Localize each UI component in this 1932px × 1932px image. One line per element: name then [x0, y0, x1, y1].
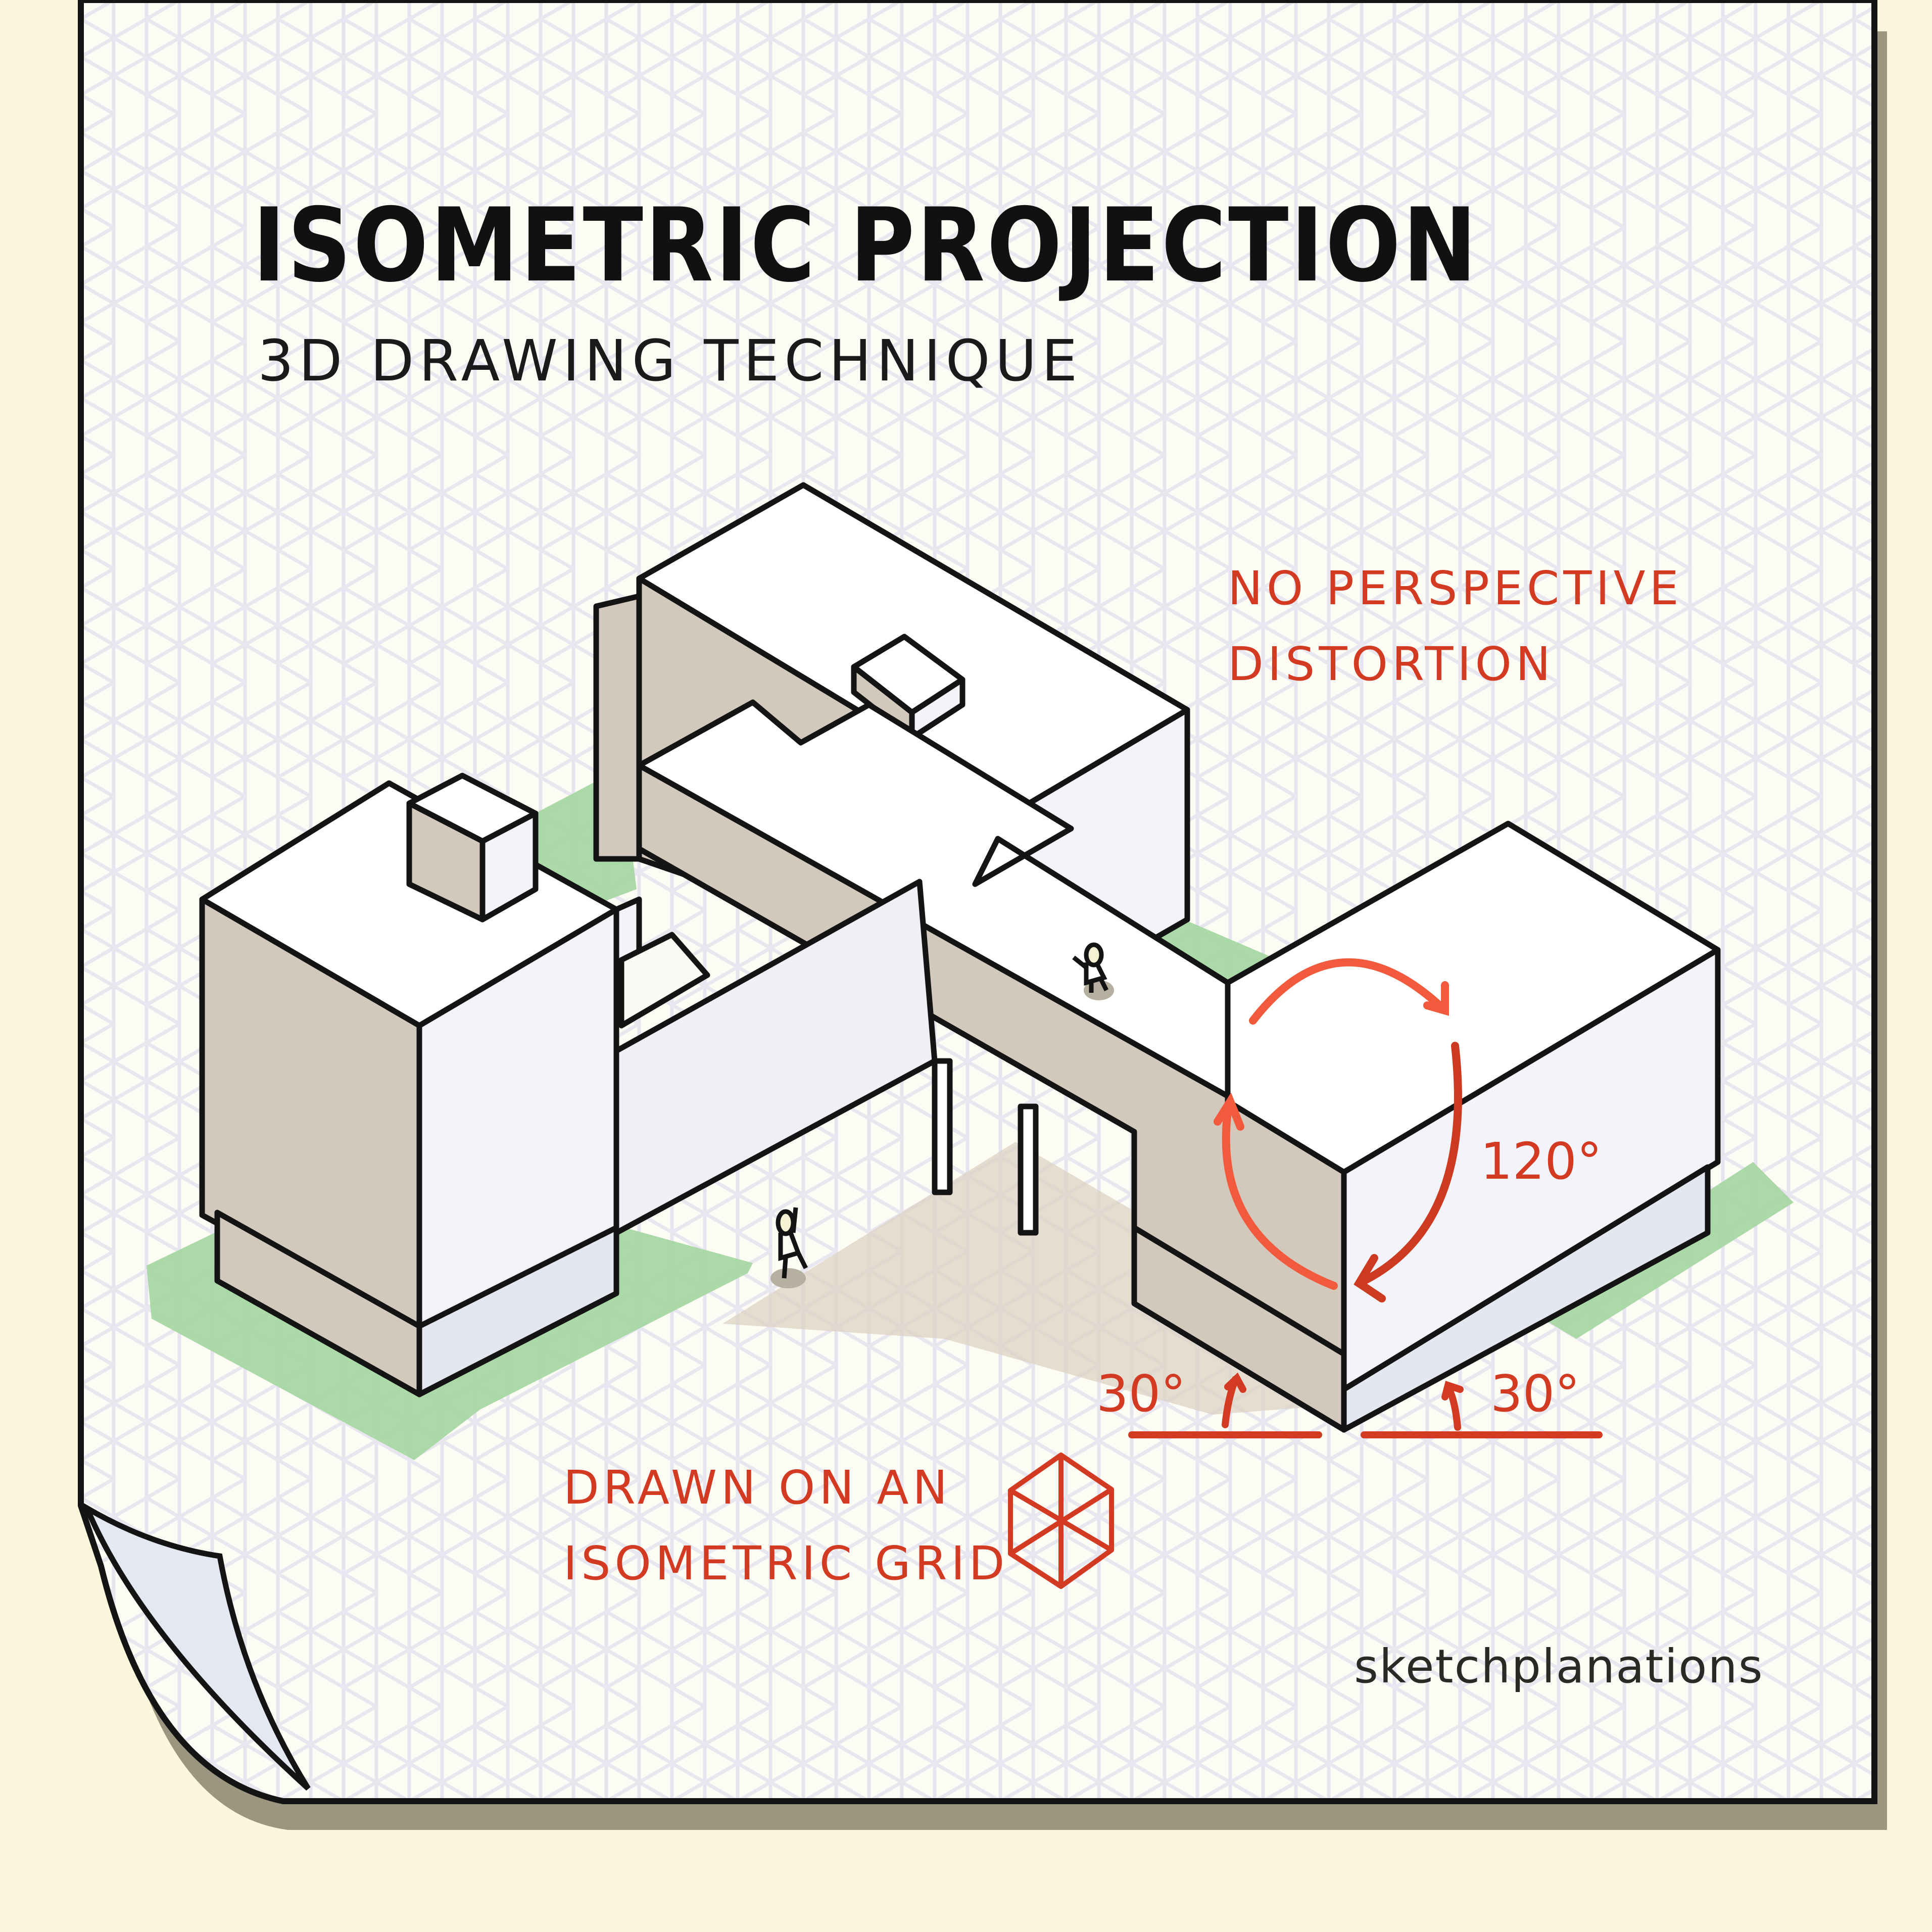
connecting-wing [613, 879, 938, 1236]
angle-arcs [1214, 958, 1462, 1302]
page-curl-corner [81, 1501, 311, 1791]
note-no-perspective-line2: DISTORTION [1228, 637, 1555, 691]
note-no-perspective-line1: NO PERSPECTIVE [1228, 561, 1683, 615]
angle-label-120: 120° [1480, 1132, 1602, 1191]
note-no-perspective: NO PERSPECTIVE DISTORTION [1228, 551, 1683, 702]
arc-top-arrow [1249, 958, 1449, 1025]
page-title: ISOMETRIC PROJECTION [253, 187, 1479, 305]
person-on-ground [770, 1207, 808, 1288]
page-subtitle: 3D DRAWING TECHNIQUE [258, 328, 1083, 394]
left-cube [199, 772, 619, 1397]
ground-shadow [722, 1142, 1344, 1415]
angle-baselines [1128, 1372, 1603, 1438]
note-isometric-grid: DRAWN ON AN ISOMETRIC GRID [563, 1450, 1008, 1602]
right-block [1131, 820, 1721, 1433]
note-isometric-grid-line2: ISOMETRIC GRID [563, 1536, 1009, 1590]
angle-label-30-right: 30° [1490, 1364, 1580, 1423]
brand-signature: sketchplanations [1354, 1639, 1764, 1694]
angle-label-30-left: 30° [1096, 1364, 1186, 1423]
note-isometric-grid-line1: DRAWN ON AN [563, 1461, 952, 1515]
arc-right-arrow [1355, 1042, 1462, 1287]
person-on-bridge [1072, 942, 1114, 1000]
arc-left-arrow [1222, 1107, 1338, 1290]
hexagon-cube-icon [1008, 1453, 1114, 1589]
bridge-block [636, 699, 1357, 1392]
